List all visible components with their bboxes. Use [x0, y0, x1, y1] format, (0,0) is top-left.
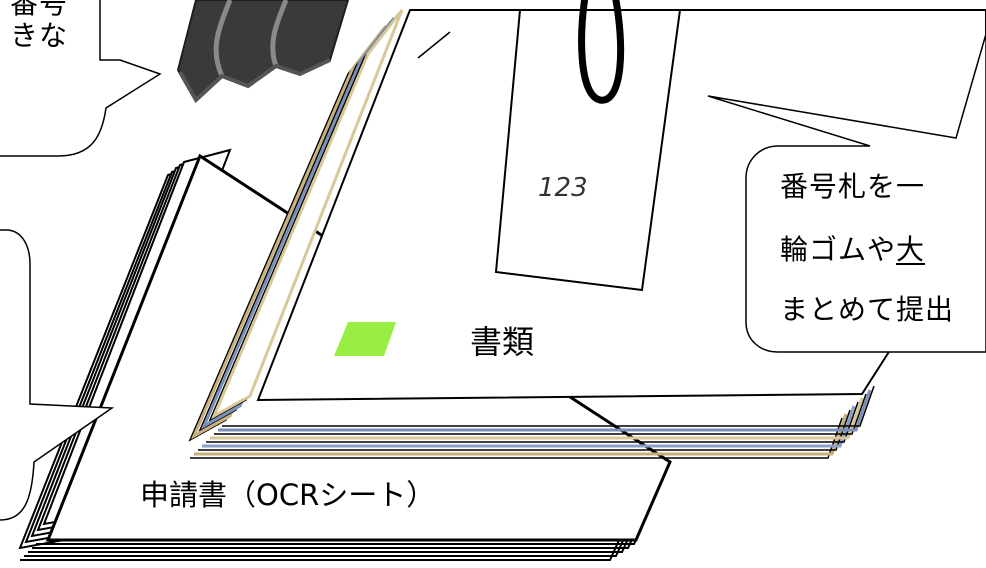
- callout-top-left-line-2: きな: [10, 19, 69, 52]
- callout-right-line-1: 番号札を一: [780, 170, 926, 203]
- document-bottom-edge: [214, 393, 867, 435]
- callout-top-left-line-1: 番号: [10, 0, 69, 20]
- form-sheet-bottom-edge: [20, 537, 621, 561]
- speech-bubble-right: [707, 33, 986, 353]
- documents-stack: [188, 9, 986, 459]
- application-form-label: 申請書（OCRシート）: [140, 478, 436, 512]
- document-sheet-stripe: [210, 9, 404, 420]
- documents-label: 書類: [470, 323, 535, 361]
- callout-right-line-2-text: 輪ゴムや: [780, 233, 897, 266]
- binder-clip-icon: [176, 0, 350, 104]
- document-bottom-edge: [194, 413, 848, 456]
- document-bottom-edge: [198, 409, 851, 451]
- green-marker: [334, 322, 396, 356]
- document-bottom-edge: [206, 401, 859, 443]
- document-bottom-edge: [222, 385, 875, 427]
- document-bottom-edge: [218, 389, 872, 432]
- number-tag-card: [494, 9, 682, 292]
- number-tag: [494, 0, 682, 292]
- document-bottom-edge: [202, 405, 856, 448]
- rubber-band-loop: [578, 0, 625, 104]
- speech-bubble-left: [0, 229, 115, 521]
- callout-right-line-2: 輪ゴムや大: [780, 236, 925, 264]
- callout-right-line-2-underlined: 大: [896, 233, 926, 266]
- number-tag-value: 123: [538, 173, 588, 203]
- document-bottom-edge: [210, 397, 864, 440]
- callout-right-line-3: まとめて提出: [780, 293, 955, 326]
- application-form-stack: [18, 148, 672, 561]
- document-crease-mark: [417, 31, 451, 59]
- speech-bubble-top-left: [0, 0, 162, 157]
